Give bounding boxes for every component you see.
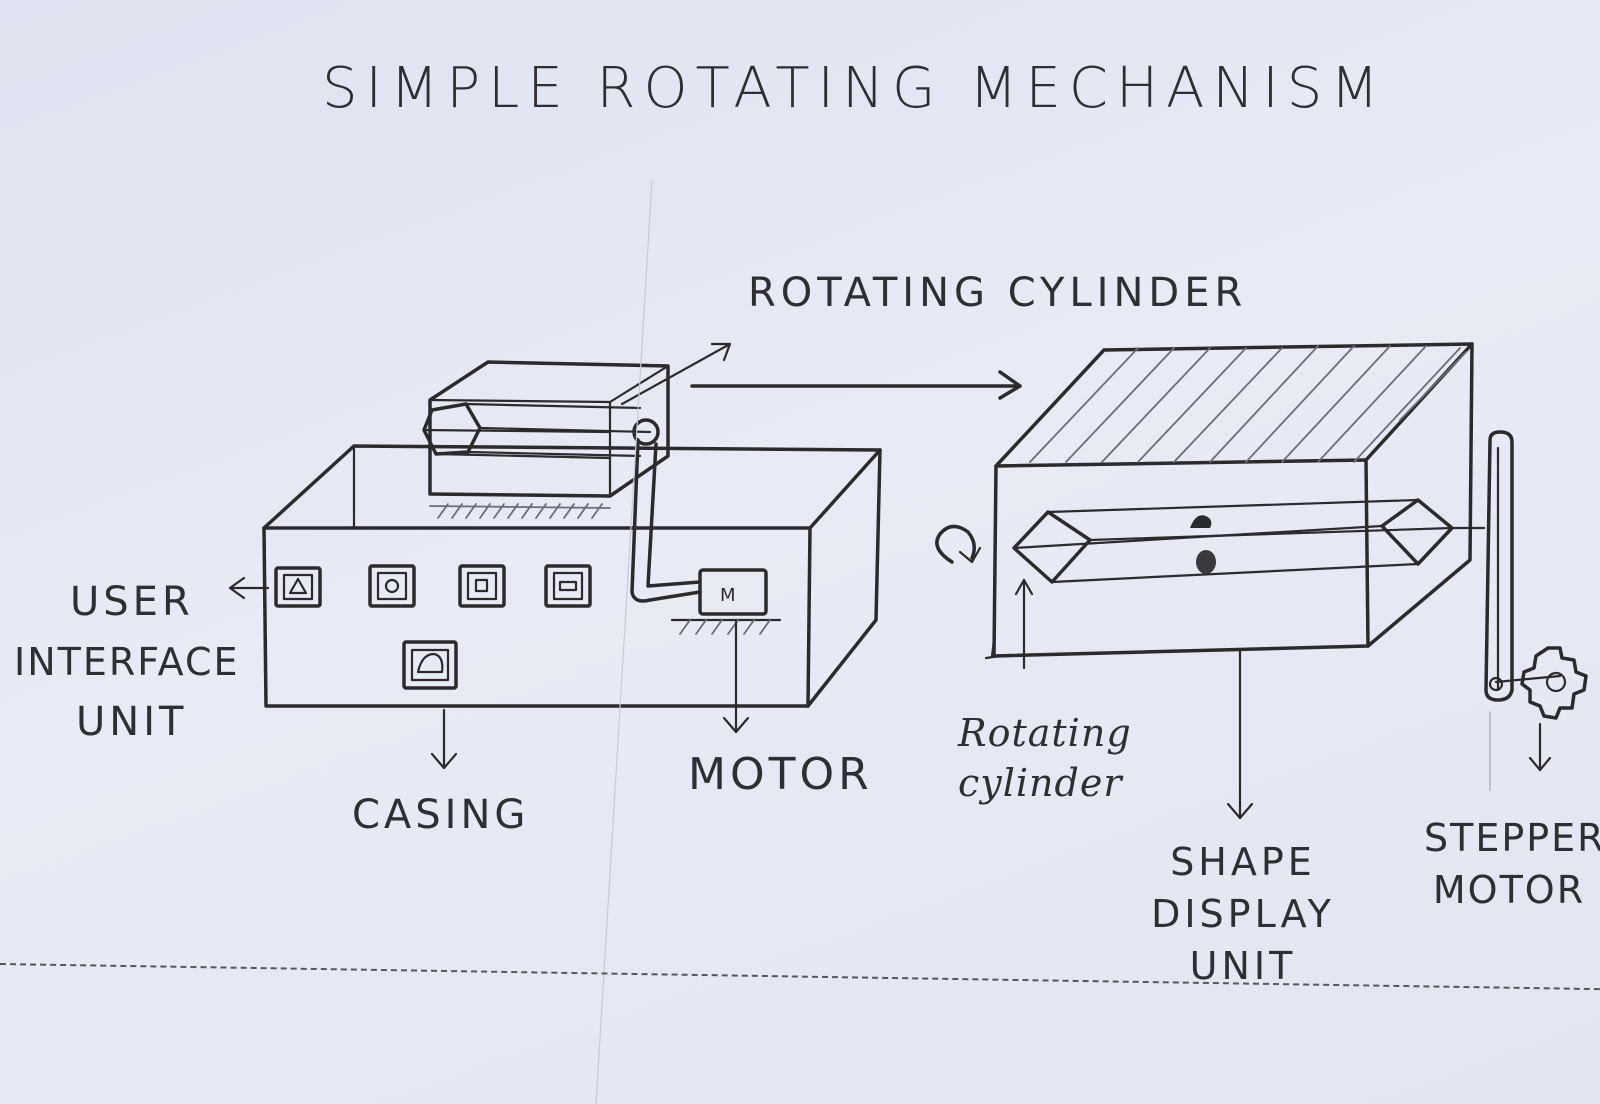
label-stepper-motor-word: MOTOR [1432,868,1586,912]
motor-mark: M [720,585,736,606]
label-user: USER [70,579,194,625]
label-user-interface-unit: USER INTERFACE UNIT [14,572,240,752]
label-display-unit: UNIT [1189,944,1297,988]
label-display: DISPLAY [1151,892,1335,936]
casing-box [262,444,882,708]
label-interface: INTERFACE [14,640,240,684]
label-stepper-motor: STEPPER MOTOR [1424,812,1600,916]
button-panel [274,564,592,690]
label-rotating-cylinder-side: Rotating cylinder [958,708,1132,808]
label-cylinder: cylinder [958,761,1123,805]
label-casing: CASING [352,792,530,838]
motor-block: M [670,568,782,734]
mini-cylinder-assembly [422,342,732,519]
diagram-title: SIMPLE ROTATING MECHANISM [322,56,1387,121]
shape-display-unit-box [984,342,1474,660]
label-motor: MOTOR [688,749,873,800]
label-rotating-cylinder-top: ROTATING CYLINDER [748,270,1248,316]
display-cylinder [1012,498,1454,584]
label-rotating: Rotating [958,711,1132,755]
drive-belt [630,438,702,603]
label-unit: UNIT [76,699,188,745]
stepper-motor-assembly [1450,430,1588,791]
label-stepper: STEPPER [1424,816,1600,860]
label-shape: SHAPE [1170,840,1316,884]
label-shape-display-unit: SHAPE DISPLAY UNIT [1128,836,1358,992]
